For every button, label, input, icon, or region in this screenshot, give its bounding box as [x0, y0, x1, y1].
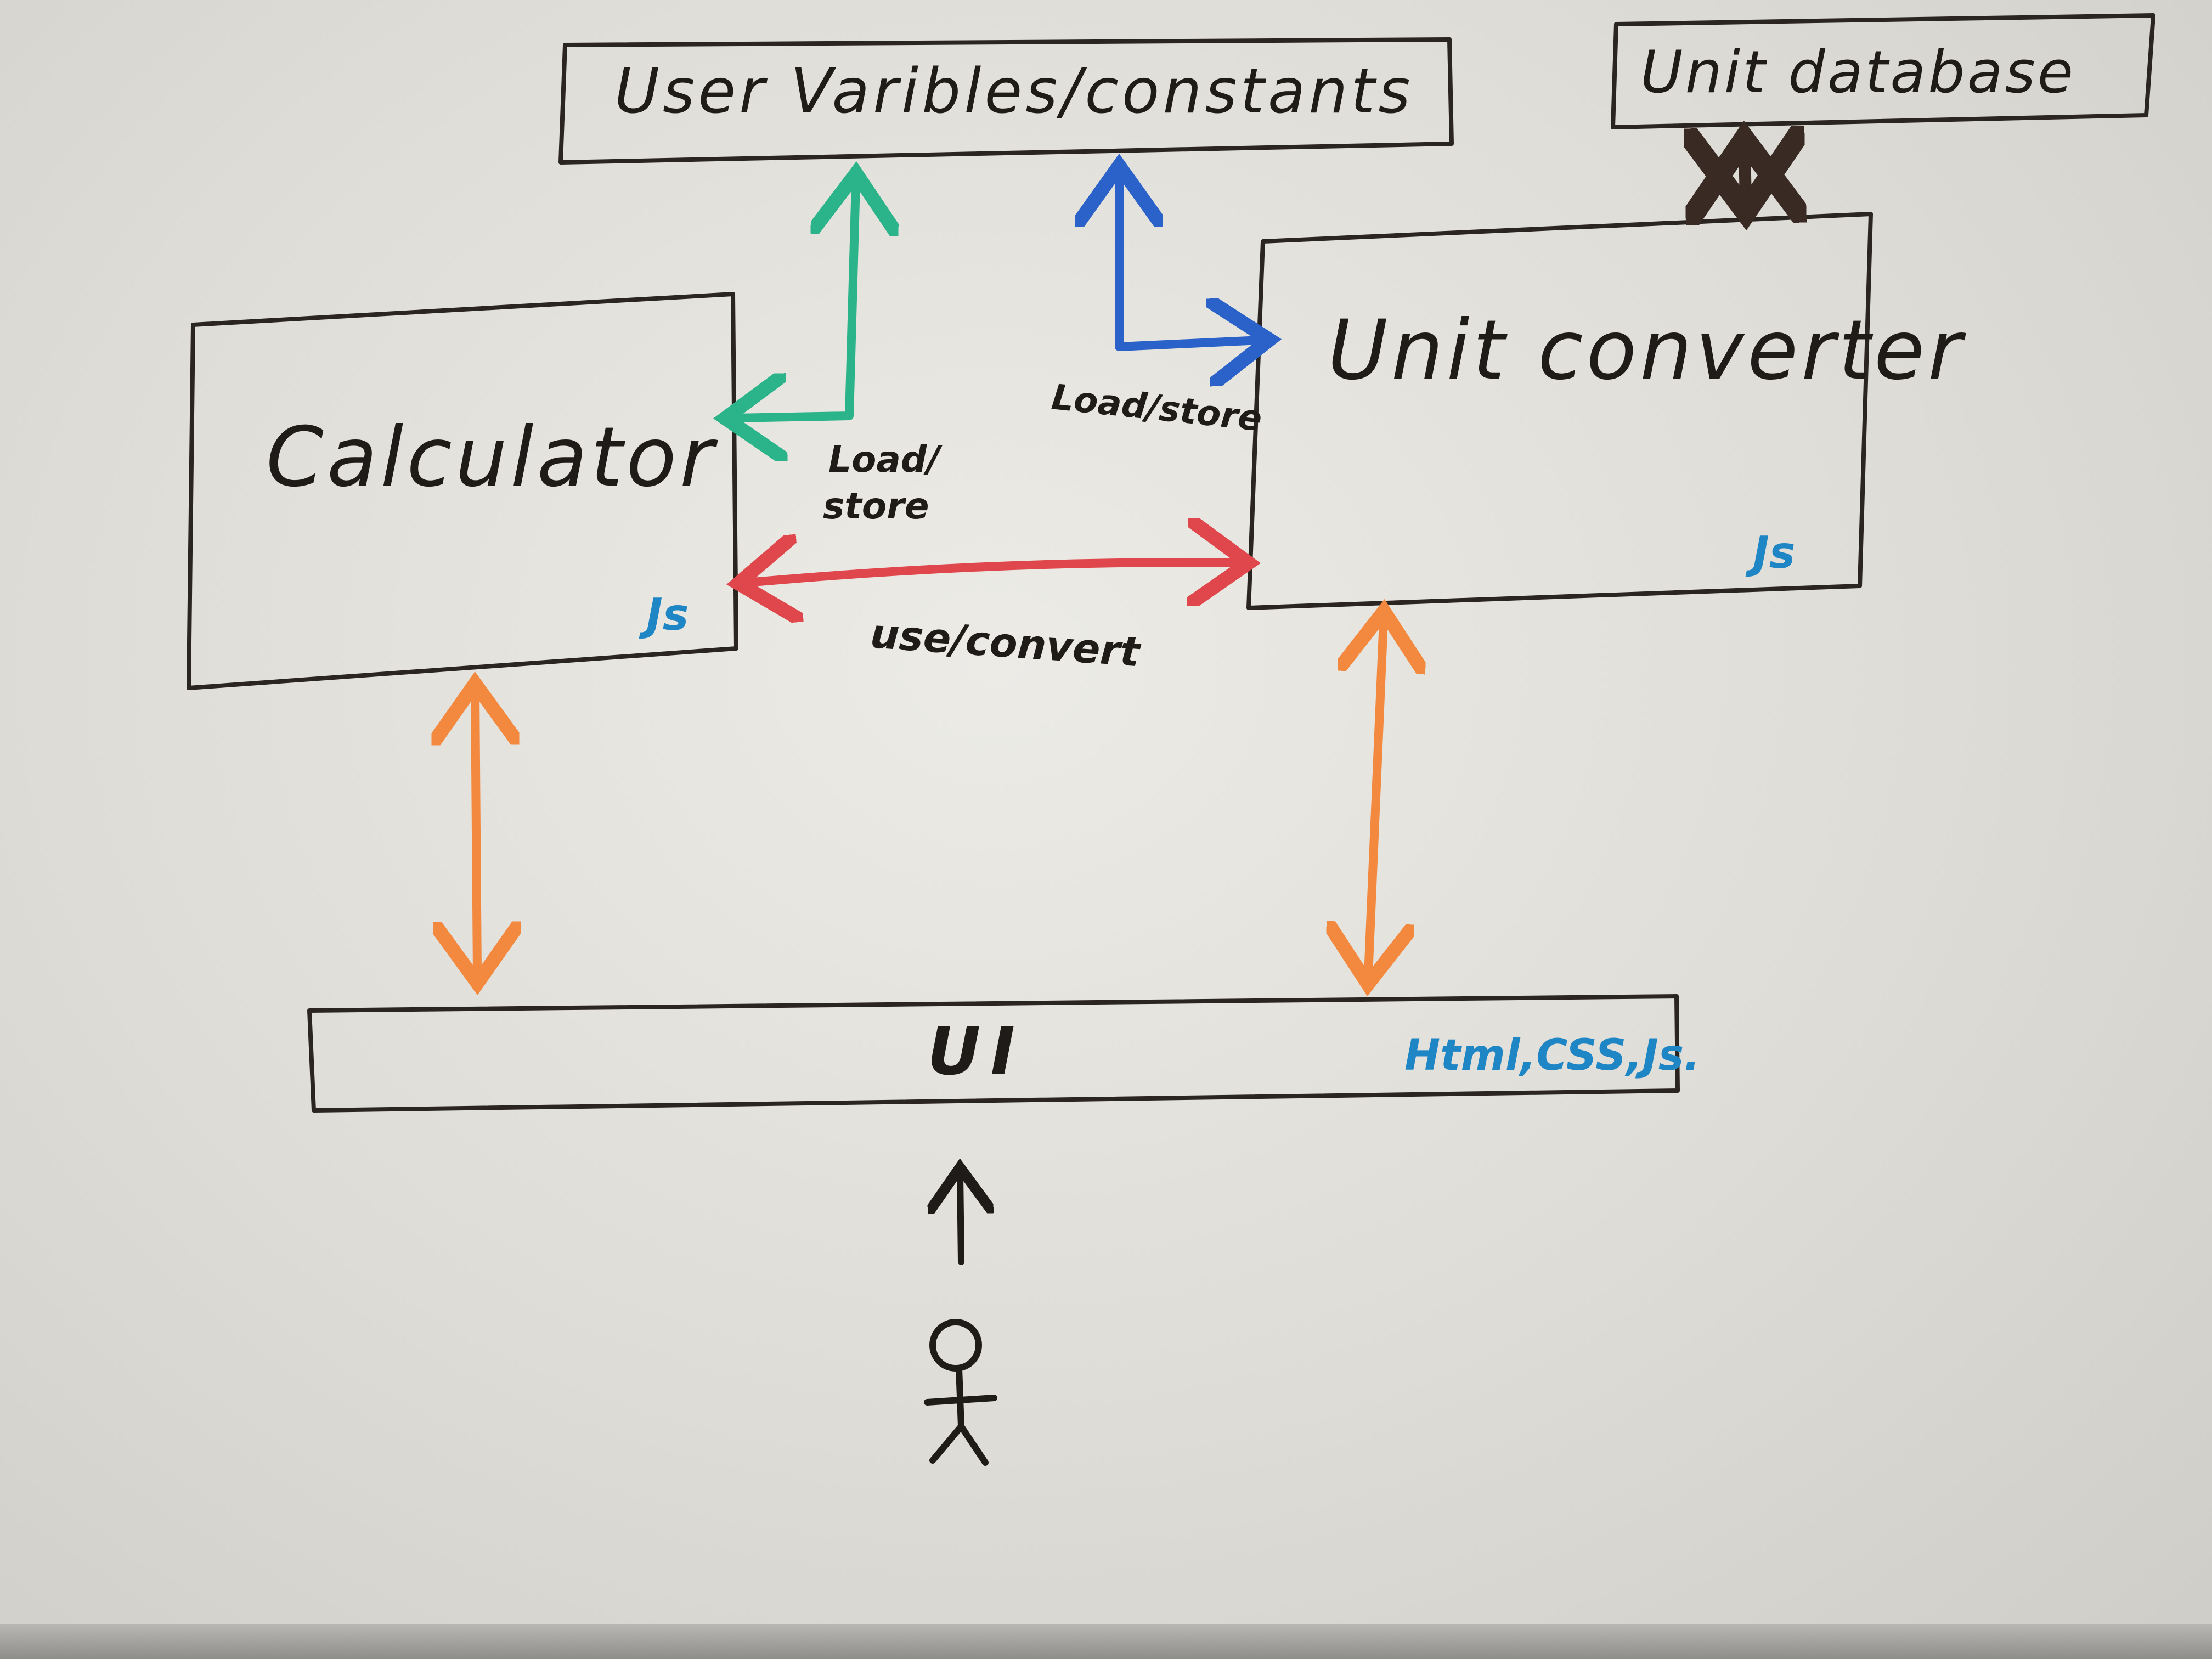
calculator-unit-converter-edge-label: use/convert [869, 610, 1143, 676]
user-variables-node: User Varibles/constants [558, 37, 1454, 165]
calculator-ui-edge [475, 692, 477, 974]
unit-converter-tech-label: Js [1745, 527, 1795, 578]
unit-converter-unit-database-edge [1745, 151, 1746, 200]
calculator-unit-converter-edge: use/convert [747, 562, 1240, 676]
calculator-node: Calculator Js [187, 292, 738, 690]
user-variables-label: User Varibles/constants [614, 56, 1414, 127]
unit-database-label: Unit database [1640, 38, 2075, 106]
calculator-user-variables-edge-label-line1: Load/ [828, 438, 943, 481]
calculator-label: Calculator [266, 410, 718, 505]
unit-database-node: Unit database [1611, 13, 2155, 129]
ui-label: UI [927, 1014, 1025, 1090]
unit-converter-node: Unit converter Js [1246, 212, 1966, 610]
ui-node: UI Html,CSS,Js. [307, 994, 1700, 1113]
unit-converter-label: Unit converter [1328, 303, 1966, 398]
unit-converter-ui-edge [1368, 620, 1384, 975]
unit-converter-user-variables-edge-label: Load/store [1049, 377, 1263, 439]
stick-figure-icon [924, 1319, 997, 1466]
calculator-user-variables-edge: Load/ store [734, 182, 943, 527]
calculator-tech-label: Js [639, 589, 689, 640]
unit-converter-user-variables-edge: Load/store [1049, 174, 1263, 439]
calculator-user-variables-edge-label-line2: store [823, 485, 929, 527]
ui-tech-label: Html,CSS,Js. [1404, 1031, 1700, 1080]
whiteboard-edge [0, 1624, 2212, 1659]
user-ui-edge [960, 1174, 961, 1265]
